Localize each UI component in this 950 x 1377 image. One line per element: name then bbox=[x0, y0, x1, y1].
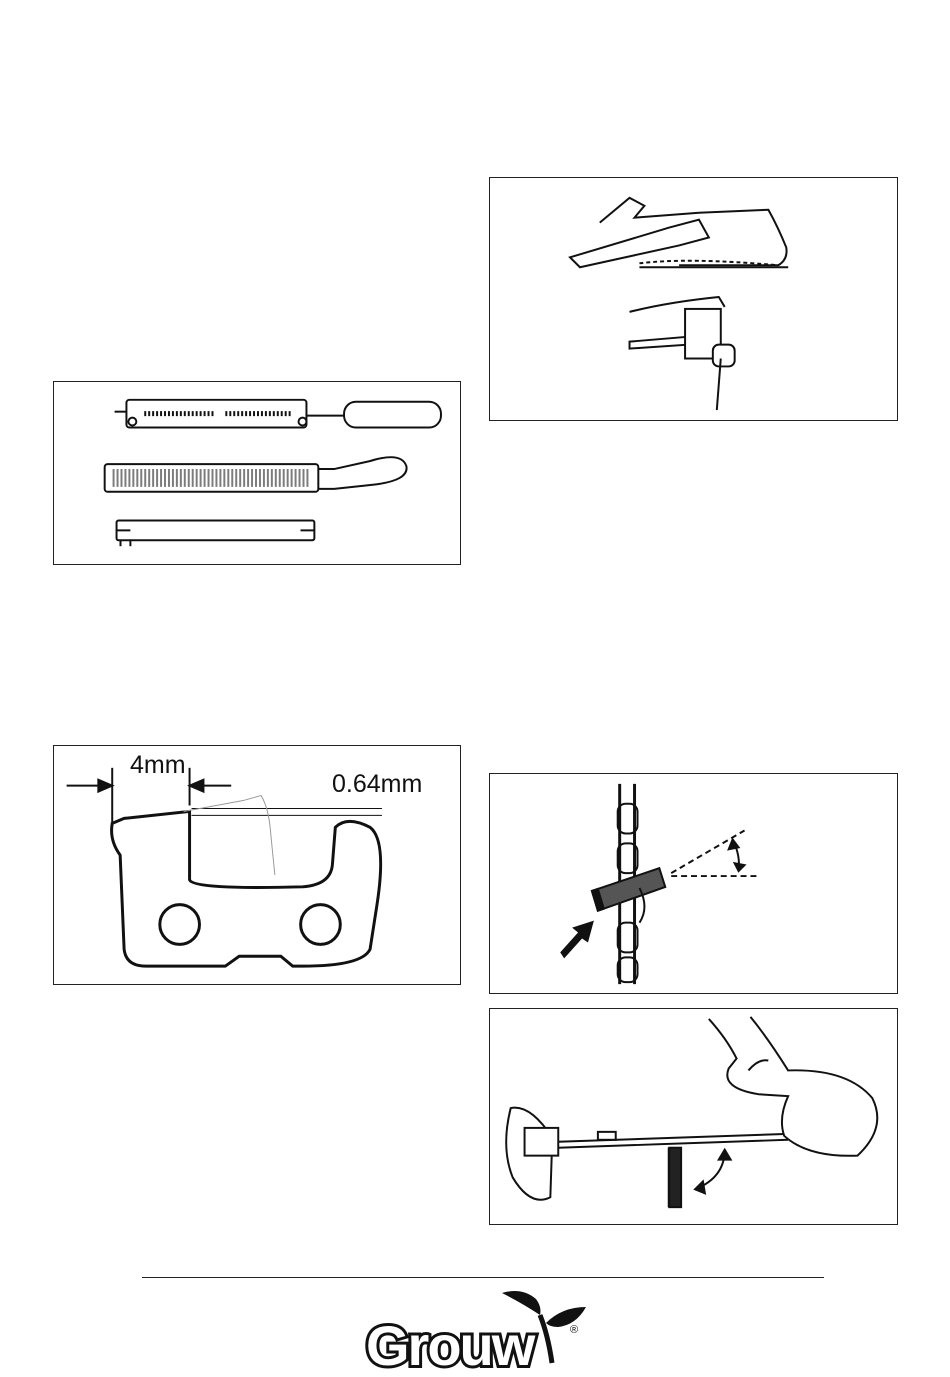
chainsaw-in-stump bbox=[570, 198, 788, 267]
svg-text:®: ® bbox=[570, 1324, 578, 1336]
depth-gauge-depth-label: 0.64mm bbox=[332, 770, 422, 799]
grouw-logo: Grouw ® bbox=[362, 1285, 592, 1372]
file-angle-illustration bbox=[490, 774, 897, 993]
round-file-tool bbox=[105, 457, 407, 492]
sharpening-tools-illustration bbox=[54, 382, 460, 564]
stump-vise-illustration bbox=[490, 178, 897, 420]
footer-divider bbox=[142, 1277, 824, 1278]
figure-sharpening-tools bbox=[53, 381, 461, 565]
figure-stump-vise bbox=[489, 177, 898, 421]
svg-text:Grouw: Grouw bbox=[366, 1314, 536, 1372]
file-guide-tool bbox=[115, 400, 441, 428]
grouw-logo-mark: Grouw ® bbox=[362, 1285, 592, 1372]
figure-depth-gauge: 4mm 0.64mm bbox=[53, 745, 461, 985]
push-arrow-icon bbox=[560, 921, 594, 959]
depth-gauge-width-label: 4mm bbox=[130, 751, 186, 780]
depth-gauge-tool bbox=[117, 520, 315, 546]
chain-in-vise bbox=[630, 297, 735, 410]
figure-file-angle bbox=[489, 773, 898, 994]
file-holder-illustration bbox=[490, 1009, 897, 1224]
figure-file-holder bbox=[489, 1008, 898, 1225]
